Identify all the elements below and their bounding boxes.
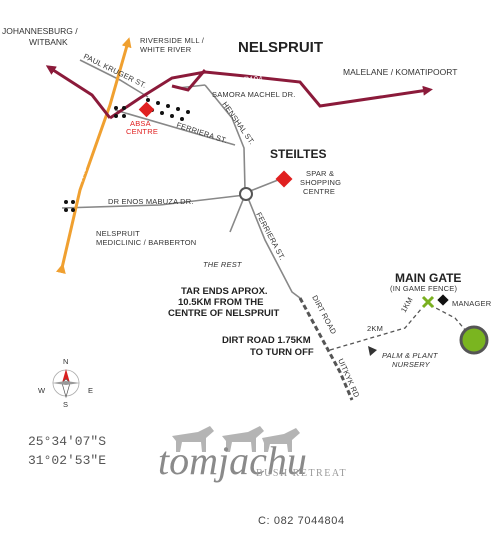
- traffic-light: [146, 98, 150, 102]
- traffic-light: [114, 106, 118, 110]
- the-rest-label: THE REST: [203, 260, 243, 269]
- traffic-light: [122, 106, 126, 110]
- dirt-road-main: [298, 297, 354, 401]
- nelspruit-title: NELSPRUIT: [238, 39, 323, 56]
- spar-label: SPAR &: [306, 169, 334, 178]
- mediclinic-label: NELSPRUIT: [96, 229, 140, 238]
- manager-house-icon: [437, 294, 449, 306]
- r40-highway: [56, 37, 132, 274]
- ferriera-upper-label: FERRIERA ST.: [175, 120, 228, 145]
- malelane-label: MALELANE / KOMATIPOORT: [343, 67, 457, 77]
- traffic-light: [71, 200, 75, 204]
- shopping-label: SHOPPING: [300, 178, 341, 187]
- game-fence-label: (IN GAME FENCE): [390, 284, 457, 293]
- ferriera-street-upper: [114, 109, 236, 146]
- logo-subtitle: BUSH RETREAT: [256, 468, 347, 479]
- traffic-light: [170, 114, 174, 118]
- dirt-road-label: DIRT ROAD: [310, 294, 338, 336]
- compass-south: S: [63, 400, 68, 409]
- absa-centre-marker: [138, 101, 155, 118]
- r104-highway: [45, 65, 433, 120]
- logo-wordmark: tomjachu: [158, 438, 307, 483]
- compass-east: E: [88, 386, 93, 395]
- samora-machel-label: SAMORA MACHEL DR.: [212, 90, 296, 99]
- main-gate-x-icon: [421, 295, 435, 309]
- traffic-light: [156, 101, 160, 105]
- traffic-light: [180, 117, 184, 121]
- two-km-label: 2KM: [367, 324, 383, 333]
- steiltes-marker: [275, 170, 293, 188]
- roundabout: [239, 187, 253, 201]
- main-gate-label: MAIN GATE: [395, 271, 461, 285]
- longitude-text: 31°02'53"E: [28, 453, 106, 468]
- compass-north: N: [63, 357, 69, 366]
- enos-mabuza-label: DR ENOS MABUZA DR.: [108, 197, 194, 206]
- absa-label: ABSA: [130, 119, 151, 128]
- tar-ends-line1: TAR ENDS APROX.: [181, 286, 268, 297]
- nursery-marker: [368, 346, 377, 356]
- traffic-light: [166, 104, 170, 108]
- traffic-light: [186, 110, 190, 114]
- traffic-light: [114, 114, 118, 118]
- witbank-label: WITBANK: [29, 37, 68, 47]
- compass-letters: N E S W: [38, 357, 93, 409]
- compass-west: W: [38, 386, 46, 395]
- absa-centre-label: CENTRE: [126, 127, 158, 136]
- tar-ends-line3: CENTRE OF NELSPRUIT: [168, 308, 280, 319]
- traffic-light: [122, 114, 126, 118]
- traffic-light: [64, 200, 68, 204]
- riverside-label: RIVERSIDE MLL /: [140, 36, 205, 45]
- ferriera-lower-label: FERRIERA ST.: [254, 211, 287, 262]
- tar-ends-line2: 10.5KM FROM THE: [178, 297, 264, 308]
- johannesburg-label: JOHANNESBURG /: [2, 26, 78, 36]
- traffic-light: [160, 111, 164, 115]
- traffic-lights: [64, 98, 190, 212]
- nursery-label: NURSERY: [392, 360, 431, 369]
- dirt-road-to-gate: [329, 307, 423, 351]
- steiltes-label: STEILTES: [270, 147, 326, 161]
- palm-plant-label: PALM & PLANT: [382, 351, 439, 360]
- compass-rose: [52, 369, 80, 399]
- zebra-illustration: [172, 426, 300, 452]
- barberton-label: MEDICLINIC / BARBERTON: [96, 238, 196, 247]
- henshal-road: [204, 84, 246, 191]
- contact-phone: C: 082 7044804: [258, 515, 345, 527]
- dirt-distance-line2: TO TURN OFF: [250, 347, 314, 358]
- retreat-destination-marker: [459, 325, 489, 355]
- mediclinic-branch: [229, 194, 246, 233]
- traffic-light: [71, 208, 75, 212]
- manager-label: MANAGER: [452, 299, 492, 308]
- r40-label: R40: [75, 166, 88, 182]
- white-river-label: WHITE RIVER: [140, 45, 192, 54]
- r104-label: R104: [244, 74, 263, 84]
- traffic-light: [64, 208, 68, 212]
- one-km-label: 1KM: [399, 296, 415, 314]
- latitude-text: 25°34'07"S: [28, 434, 106, 449]
- shopping-centre-label: CENTRE: [303, 187, 335, 196]
- traffic-light: [176, 107, 180, 111]
- ferriera-street-lower: [247, 197, 301, 299]
- dirt-distance-line1: DIRT ROAD 1.75KM: [222, 335, 311, 346]
